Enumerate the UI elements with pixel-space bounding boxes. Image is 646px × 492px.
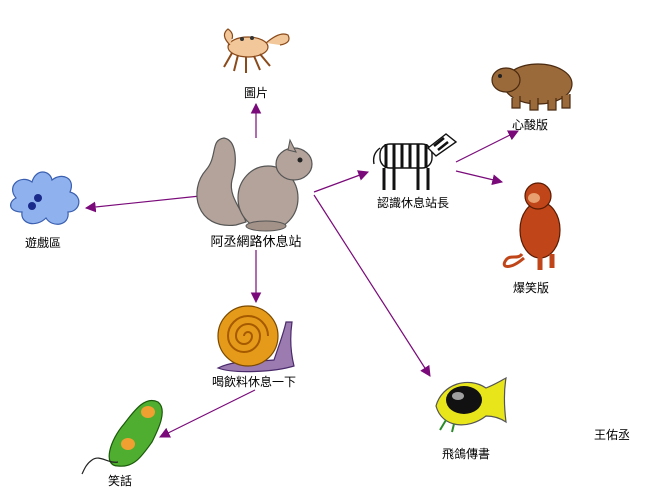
node-label-heart[interactable]: 心酸版 (511, 118, 549, 132)
bear-icon[interactable] (491, 63, 573, 111)
fish-icon[interactable] (435, 376, 507, 433)
node-label-funny[interactable]: 爆笑版 (512, 281, 550, 295)
arrow-to-admin (313, 170, 370, 193)
arrow-to-jokes (159, 389, 256, 438)
crab-icon[interactable] (223, 28, 290, 73)
author-name: 王佑丞 (594, 428, 631, 442)
node-label-pictures[interactable]: 圖片 (243, 86, 269, 100)
arrow-to-pigeon (313, 194, 431, 377)
node-label-pigeon[interactable]: 飛鴿傳書 (441, 447, 491, 461)
node-label-drinks[interactable]: 喝飲料休息一下 (211, 375, 297, 389)
arrow-to-games (84, 195, 201, 213)
node-label-jokes[interactable]: 笑話 (107, 474, 133, 488)
monkey-icon[interactable] (502, 182, 561, 270)
node-label-games[interactable]: 遊戲區 (24, 236, 62, 250)
paramecium-icon[interactable] (81, 399, 163, 475)
zebra-icon[interactable] (372, 133, 458, 190)
amoeba-icon[interactable] (10, 171, 80, 225)
arrow-to-funny (455, 170, 504, 185)
snail-icon[interactable] (216, 305, 295, 373)
node-label-admin[interactable]: 認識休息站長 (376, 196, 450, 210)
squirrel-icon[interactable] (196, 137, 313, 232)
node-label-center[interactable]: 阿丞網路休息站 (210, 235, 302, 250)
arrow-to-heart (455, 130, 519, 163)
